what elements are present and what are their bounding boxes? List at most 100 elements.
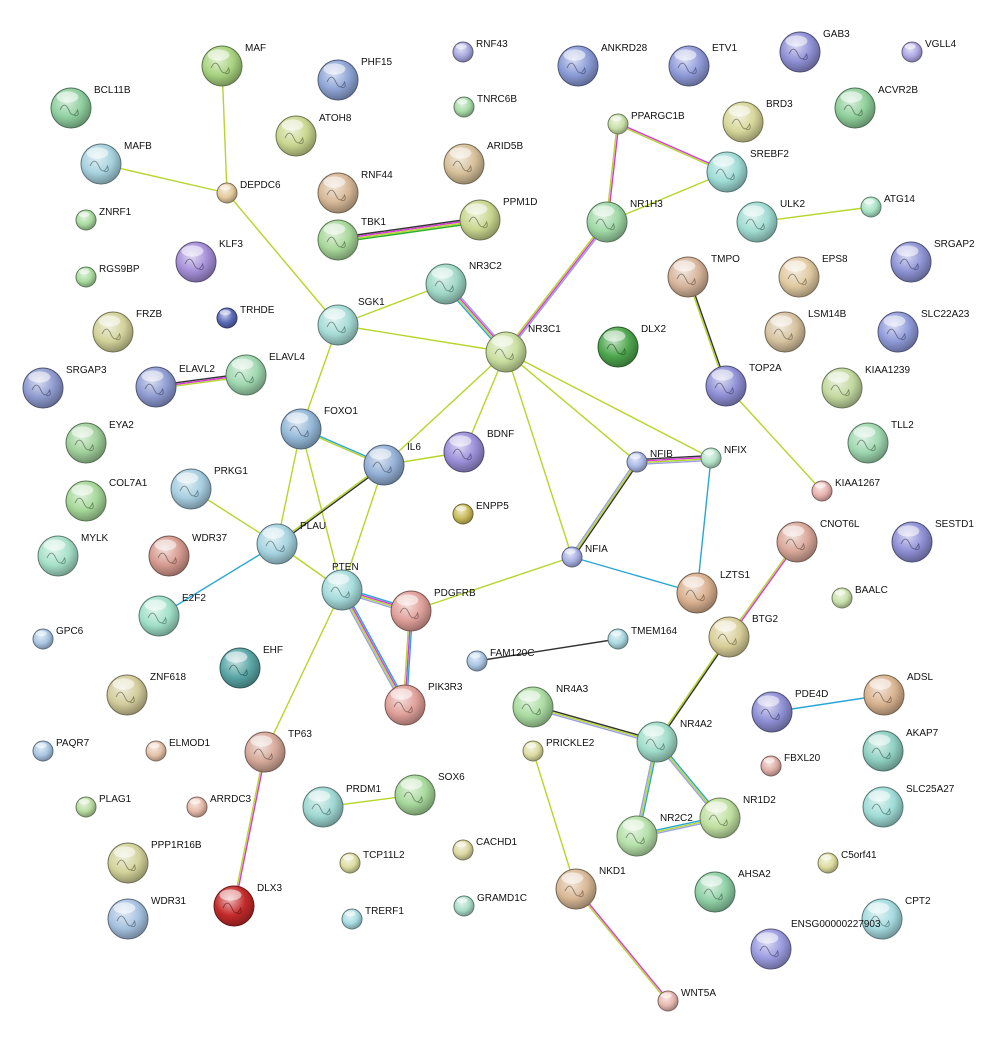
node-nr3c2[interactable]: NR3C2 xyxy=(425,261,502,305)
node-lsm14b[interactable]: LSM14B xyxy=(764,309,847,353)
node-prdm1[interactable]: PRDM1 xyxy=(302,784,381,828)
node-cpt2[interactable]: CPT2 xyxy=(861,896,931,940)
node-col7a1[interactable]: COL7A1 xyxy=(65,478,148,522)
node-elavl2[interactable]: ELAVL2 xyxy=(135,364,215,408)
node-pten[interactable]: PTEN xyxy=(321,562,363,611)
node-srebf2[interactable]: SREBF2 xyxy=(706,149,789,193)
node-tll2[interactable]: TLL2 xyxy=(847,420,914,464)
node-acvr2b[interactable]: ACVR2B xyxy=(834,85,918,129)
node-znf618[interactable]: ZNF618 xyxy=(106,672,187,716)
node-znrf1[interactable]: ZNRF1 xyxy=(75,207,132,231)
node-lzts1[interactable]: LZTS1 xyxy=(676,570,750,614)
node-plag1[interactable]: PLAG1 xyxy=(75,794,132,818)
node-adsl[interactable]: ADSL xyxy=(863,672,934,716)
node-cnot6l[interactable]: CNOT6L xyxy=(776,519,860,563)
node-nr4a3[interactable]: NR4A3 xyxy=(512,684,589,728)
node-prickle2[interactable]: PRICKLE2 xyxy=(522,738,595,762)
node-paqr7[interactable]: PAQR7 xyxy=(32,738,90,762)
node-ehf[interactable]: EHF xyxy=(219,645,283,689)
node-ankrd28[interactable]: ANKRD28 xyxy=(557,43,648,87)
node-wdr37[interactable]: WDR37 xyxy=(148,533,227,577)
node-dlx3[interactable]: DLX3 xyxy=(213,883,282,927)
node-mylk[interactable]: MYLK xyxy=(37,533,109,577)
node-atoh8[interactable]: ATOH8 xyxy=(275,113,352,157)
node-pde4d[interactable]: PDE4D xyxy=(751,689,828,733)
node-gab3[interactable]: GAB3 xyxy=(779,29,850,73)
node-eps8[interactable]: EPS8 xyxy=(778,254,848,298)
node-arrdc3[interactable]: ARRDC3 xyxy=(186,794,252,818)
node-bcl11b[interactable]: BCL11B xyxy=(50,85,131,129)
node-gramd1c[interactable]: GRAMD1C xyxy=(453,893,527,917)
node-e2f2[interactable]: E2F2 xyxy=(138,593,206,637)
node-elmod1[interactable]: ELMOD1 xyxy=(145,738,211,762)
node-slc22a23[interactable]: SLC22A23 xyxy=(877,309,970,353)
node-mafb[interactable]: MAFB xyxy=(80,141,152,185)
node-atg14[interactable]: ATG14 xyxy=(860,194,915,218)
node-bdnf[interactable]: BDNF xyxy=(443,429,514,473)
node-nfix[interactable]: NFIX xyxy=(700,445,747,469)
node-eya2[interactable]: EYA2 xyxy=(65,420,134,464)
node-prkg1[interactable]: PRKG1 xyxy=(170,466,248,510)
node-nkd1[interactable]: NKD1 xyxy=(555,866,626,910)
node-pik3r3[interactable]: PIK3R3 xyxy=(384,682,463,726)
node-rnf43[interactable]: RNF43 xyxy=(452,39,508,63)
node-rnf44[interactable]: RNF44 xyxy=(317,170,393,214)
node-ppargc1b[interactable]: PPARGC1B xyxy=(607,111,685,135)
node-phf15[interactable]: PHF15 xyxy=(317,57,393,101)
node-brd3[interactable]: BRD3 xyxy=(722,99,793,143)
node-frzb[interactable]: FRZB xyxy=(92,309,162,353)
node-nr1d2[interactable]: NR1D2 xyxy=(699,795,776,839)
node-ppm1d[interactable]: PPM1D xyxy=(459,197,537,241)
node-tbk1[interactable]: TBK1 xyxy=(317,217,386,261)
node-wnt5a[interactable]: WNT5A xyxy=(657,988,716,1012)
node-baalc[interactable]: BAALC xyxy=(831,585,888,609)
node-sgk1[interactable]: SGK1 xyxy=(317,297,385,346)
node-tcp11l2[interactable]: TCP11L2 xyxy=(339,850,405,874)
node-top2a[interactable]: TOP2A xyxy=(705,363,782,407)
node-depdc6[interactable]: DEPDC6 xyxy=(216,180,281,204)
node-arid5b[interactable]: ARID5B xyxy=(443,141,523,185)
node-ppp1r16b[interactable]: PPP1R16B xyxy=(107,840,202,884)
node-ensg00000227903[interactable]: ENSG00000227903 xyxy=(750,919,881,970)
node-cachd1[interactable]: CACHD1 xyxy=(452,837,518,861)
node-nr1h3[interactable]: NR1H3 xyxy=(586,199,663,243)
node-nr2c2[interactable]: NR2C2 xyxy=(616,813,693,857)
node-ahsa2[interactable]: AHSA2 xyxy=(694,869,771,913)
node-pdgfrb[interactable]: PDGFRB xyxy=(390,588,476,632)
node-plau[interactable]: PLAU xyxy=(256,521,326,565)
node-nfib[interactable]: NFIB xyxy=(626,449,673,473)
node-maf[interactable]: MAF xyxy=(201,43,266,87)
node-btg2[interactable]: BTG2 xyxy=(708,614,779,658)
node-sestd1[interactable]: SESTD1 xyxy=(891,519,974,563)
node-tp63[interactable]: TP63 xyxy=(244,729,312,773)
node-ulk2[interactable]: ULK2 xyxy=(736,199,805,243)
node-foxo1[interactable]: FOXO1 xyxy=(280,406,358,450)
node-gpc6[interactable]: GPC6 xyxy=(32,626,84,650)
node-klf3[interactable]: KLF3 xyxy=(175,239,243,283)
node-dlx2[interactable]: DLX2 xyxy=(597,324,666,368)
node-elavl4[interactable]: ELAVL4 xyxy=(225,352,305,396)
node-tnrc6b[interactable]: TNRC6B xyxy=(453,94,517,118)
node-il6[interactable]: IL6 xyxy=(363,442,421,486)
node-tmpo[interactable]: TMPO xyxy=(667,254,740,298)
node-trerf1[interactable]: TRERF1 xyxy=(341,906,404,930)
node-fam120c[interactable]: FAM120C xyxy=(466,648,534,672)
node-c5orf41[interactable]: C5orf41 xyxy=(817,850,877,874)
node-enpp5[interactable]: ENPP5 xyxy=(452,501,509,525)
node-tmem164[interactable]: TMEM164 xyxy=(607,626,678,650)
node-wdr31[interactable]: WDR31 xyxy=(107,896,186,940)
node-nr3c1[interactable]: NR3C1 xyxy=(485,324,561,373)
node-trhde[interactable]: TRHDE xyxy=(216,305,275,329)
node-nr4a2[interactable]: NR4A2 xyxy=(636,719,713,763)
node-srgap2[interactable]: SRGAP2 xyxy=(890,239,975,283)
node-etv1[interactable]: ETV1 xyxy=(668,43,737,87)
node-kiaa1267[interactable]: KIAA1267 xyxy=(811,478,880,502)
node-slc25a27[interactable]: SLC25A27 xyxy=(862,784,955,828)
node-nfia[interactable]: NFIA xyxy=(561,544,608,568)
node-kiaa1239[interactable]: KIAA1239 xyxy=(821,365,910,409)
node-srgap3[interactable]: SRGAP3 xyxy=(22,365,107,409)
node-rgs9bp[interactable]: RGS9BP xyxy=(75,264,140,288)
node-fbxl20[interactable]: FBXL20 xyxy=(760,753,821,777)
node-vgll4[interactable]: VGLL4 xyxy=(901,39,957,63)
node-akap7[interactable]: AKAP7 xyxy=(862,728,939,772)
